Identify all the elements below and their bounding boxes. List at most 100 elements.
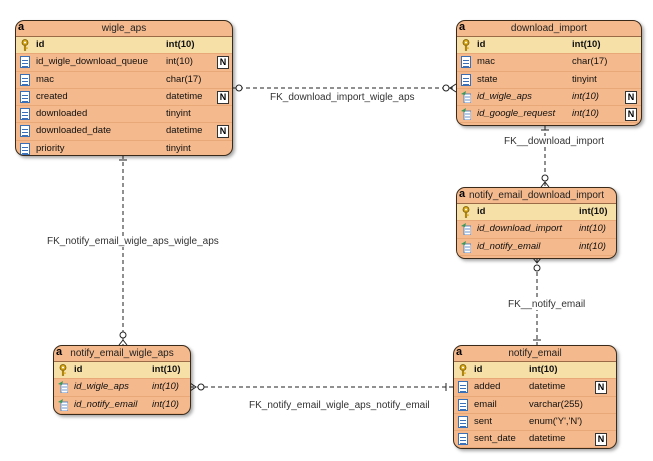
optional-mark (119, 331, 127, 339)
column-type: int(10) (572, 90, 599, 102)
optional-mark (442, 84, 450, 92)
column-type: int(10) (166, 39, 195, 50)
entity-title: notify_email (508, 348, 562, 359)
column-icon (20, 90, 30, 103)
column-name: id (474, 364, 483, 375)
column-icon (461, 56, 471, 69)
relationship-label-fk-download-import-wigle-aps: FK_download_import_wigle_aps (269, 92, 416, 103)
primary-key-icon (461, 206, 471, 218)
entity-title: download_import (510, 23, 588, 34)
column-type: tinyint (166, 142, 191, 154)
foreign-key-icon (461, 90, 472, 104)
column-name: email (474, 398, 497, 410)
foreign-key-icon (461, 108, 472, 121)
column-type: datetime (166, 90, 203, 102)
relationship-label-fk-download-import: FK__download_import (503, 136, 606, 147)
primary-key-icon (20, 39, 30, 51)
column-type: int(10) (579, 223, 606, 235)
nullable-icon: N (625, 108, 637, 122)
optional-mark (533, 264, 541, 272)
column-name: mac (36, 73, 54, 85)
entity-title-bar: a download_import (457, 21, 641, 37)
column-icon (20, 56, 30, 69)
column-row-mac[interactable]: mac char(17) (16, 72, 232, 89)
column-name: downloaded_date (36, 125, 112, 137)
foreign-key-icon (461, 240, 472, 253)
column-type: int(10) (166, 56, 193, 68)
column-name: id (477, 39, 486, 50)
column-type: int(10) (152, 398, 179, 410)
entity-badge-icon: a (18, 21, 25, 33)
column-type: int(10) (579, 240, 606, 252)
nullable-icon: N (595, 381, 607, 395)
entity-title-bar: a wigle_aps (16, 21, 232, 37)
column-row-mac[interactable]: mac char(17) (457, 54, 641, 72)
column-icon (20, 125, 30, 138)
column-name: state (477, 73, 498, 85)
column-name: mac (477, 56, 495, 68)
column-row-state[interactable]: state tinyint (457, 72, 641, 89)
column-row-id[interactable]: id int(10) (54, 362, 190, 380)
column-row-id-notify-email[interactable]: id_notify_email int(10) (457, 239, 616, 256)
column-row-id[interactable]: id int(10) (454, 362, 616, 380)
column-row-added[interactable]: added datetime N (454, 379, 616, 397)
column-name: id (74, 364, 83, 375)
entity-badge-icon: a (56, 346, 63, 358)
column-icon (458, 381, 468, 394)
entity-badge-icon: a (459, 188, 466, 200)
foreign-key-icon (58, 398, 69, 411)
many-mark (189, 382, 197, 392)
column-icon (458, 415, 468, 428)
optional-mark (235, 84, 243, 92)
column-name: downloaded (36, 108, 88, 120)
column-name: id_google_request (477, 108, 556, 120)
relationship-label-fk-notify-email-wigle-aps-wigle-aps: FK_notify_email_wigle_aps_wigle_aps (46, 236, 220, 247)
column-icon (458, 398, 468, 411)
column-name: id_notify_email (477, 240, 541, 252)
column-type: tinyint (572, 73, 597, 85)
entity-badge-icon: a (459, 21, 466, 33)
foreign-key-icon (58, 381, 69, 394)
foreign-key-icon (461, 223, 472, 236)
column-type: int(10) (529, 364, 558, 375)
entity-title: wigle_aps (101, 23, 147, 34)
column-type: datetime (529, 381, 566, 393)
column-icon (461, 73, 471, 86)
nullable-icon: N (217, 125, 229, 139)
column-icon (20, 108, 30, 121)
column-name: added (474, 381, 501, 393)
column-name: id_wigle_download_queue (36, 56, 148, 68)
column-type: int(10) (152, 364, 181, 375)
column-type: enum('Y','N') (529, 415, 583, 427)
column-row-downloaded[interactable]: downloaded tinyint (16, 106, 232, 124)
optional-mark (541, 174, 549, 182)
many-mark (532, 257, 542, 264)
many-mark (118, 339, 128, 346)
column-type: char(17) (572, 56, 608, 68)
column-type: tinyint (166, 108, 191, 120)
nullable-icon: N (625, 90, 637, 104)
column-type: char(17) (166, 73, 202, 85)
